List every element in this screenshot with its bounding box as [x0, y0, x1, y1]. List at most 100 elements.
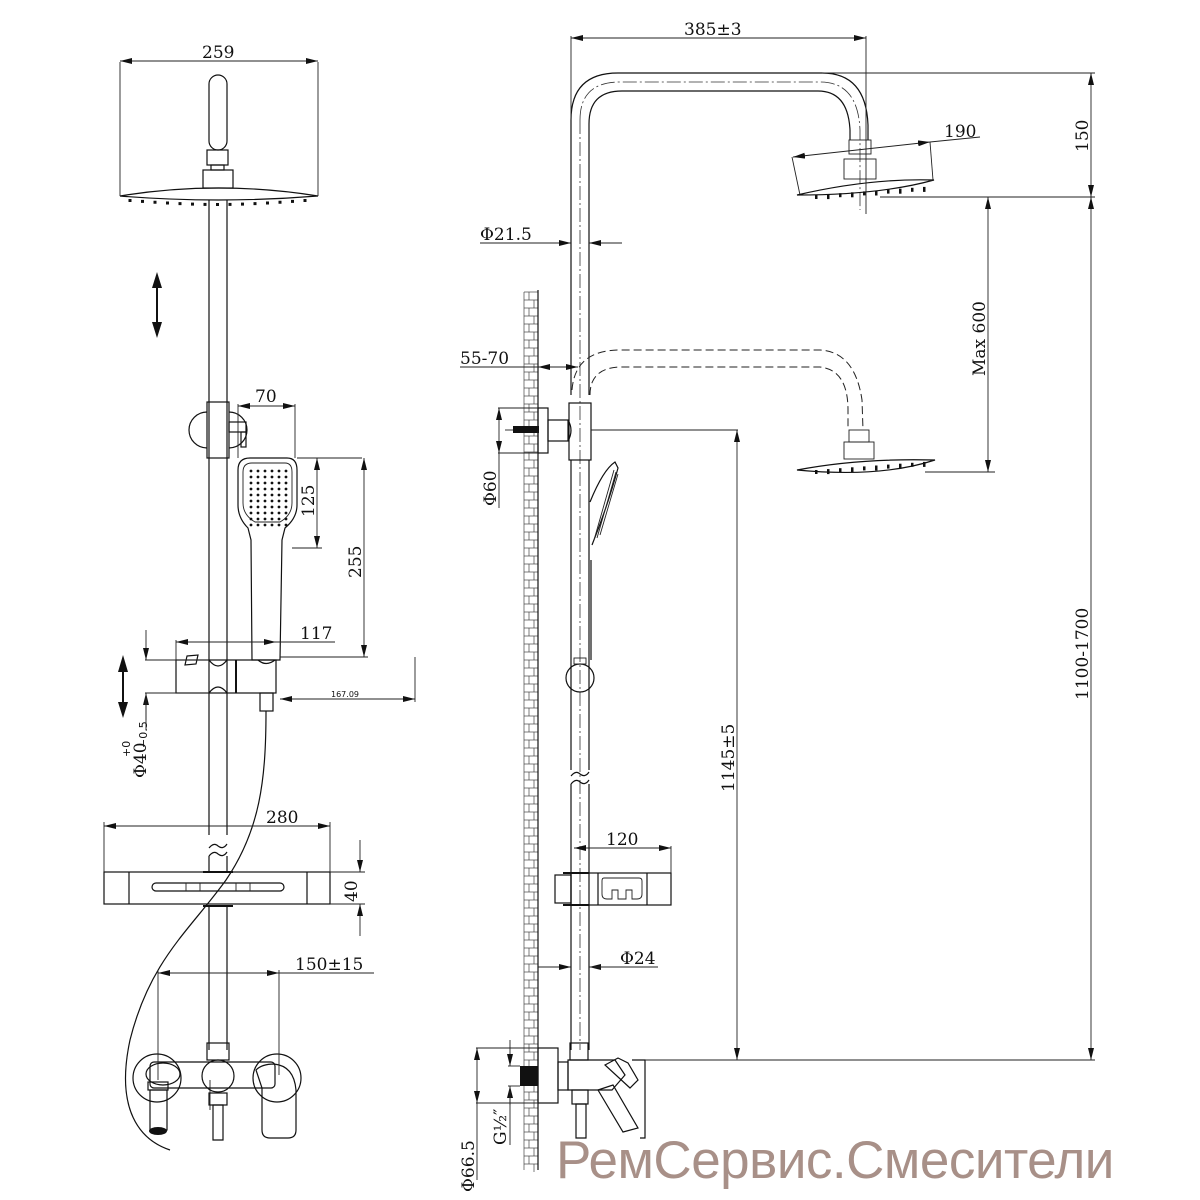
- nozzle-dot: [253, 202, 257, 206]
- nozzle-dot: [887, 189, 890, 194]
- nozzle-dot: [851, 192, 854, 198]
- spray-dot: [263, 523, 267, 527]
- spray-dot: [263, 493, 267, 497]
- nozzle-dot: [923, 186, 926, 192]
- label-hand-shower-length: 255: [346, 546, 366, 578]
- shower-hose: [125, 710, 267, 1151]
- spray-dot: [263, 505, 267, 509]
- spray-dot: [249, 475, 253, 479]
- dim-hand-shower-width: 70: [237, 387, 296, 458]
- spray-dot: [284, 511, 288, 515]
- spray-dot: [270, 487, 274, 491]
- spray-dot: [270, 493, 274, 497]
- spray-dot: [256, 511, 260, 515]
- spray-dot: [256, 505, 260, 509]
- label-bracket-height: 1145±5: [719, 724, 739, 792]
- nozzle-dot: [191, 202, 194, 206]
- label-holder-offset: 167.09: [331, 690, 359, 699]
- side-view: 190 385±3 150 Max 600 1100-1700: [459, 20, 1095, 1192]
- nozzle-dot: [875, 465, 878, 471]
- spray-dot: [256, 487, 260, 491]
- spray-dot: [277, 487, 281, 491]
- nozzle-dot: [216, 203, 219, 206]
- wall-brick-pattern: [523, 291, 538, 1172]
- spray-dot: [284, 481, 288, 485]
- spray-dot: [284, 487, 288, 491]
- dim-pipe-diameter: Φ21.5: [480, 225, 622, 246]
- label-holder-width: 117: [300, 624, 332, 644]
- label-pipe-diameter: Φ21.5: [480, 225, 532, 245]
- dim-head-height-side: 150: [822, 72, 1095, 198]
- spray-dot: [277, 481, 281, 485]
- label-escutcheon-diameter: Φ66.5: [459, 1140, 479, 1192]
- spray-dot: [277, 499, 281, 503]
- label-thread-size: G½″: [491, 1109, 511, 1145]
- nozzle-dot: [278, 200, 282, 204]
- nozzle-dot: [887, 464, 890, 469]
- dim-overhead-width: 259: [119, 43, 319, 196]
- slide-bar: [208, 200, 228, 1050]
- lower-arm-position: [571, 349, 936, 475]
- front-view: 259: [103, 43, 416, 1151]
- dim-bracket-diameter: Φ60: [481, 407, 538, 508]
- shelf-side: [554, 872, 672, 906]
- spray-dot: [256, 493, 260, 497]
- spray-dot: [284, 523, 288, 527]
- spray-dot: [277, 505, 281, 509]
- diverter-knob: [188, 401, 248, 459]
- nozzle-dot: [839, 468, 842, 473]
- spray-dot: [263, 469, 267, 473]
- spray-dot: [277, 493, 281, 497]
- spray-dot: [249, 511, 253, 515]
- nozzle-dot: [141, 199, 144, 203]
- spray-dot: [256, 475, 260, 479]
- dim-total-height-range: 1100-1700: [1073, 197, 1094, 1060]
- dim-shelf-depth: 120: [574, 830, 672, 873]
- nozzle-dot: [911, 462, 914, 467]
- spray-dot: [284, 517, 288, 521]
- label-arm-reach: 385±3: [684, 20, 742, 40]
- spray-dot: [270, 475, 274, 479]
- spray-dot: [256, 499, 260, 503]
- spray-dot: [263, 511, 267, 515]
- spray-dot: [249, 523, 253, 527]
- spray-nozzle-grid: [249, 469, 288, 527]
- spray-dot: [270, 505, 274, 509]
- dim-bracket-height: 1145±5: [719, 430, 740, 1060]
- shelf-front: [103, 871, 331, 907]
- lower-head-nozzles: [815, 461, 926, 475]
- spray-dot: [277, 523, 281, 527]
- label-shelf-depth: 120: [606, 830, 638, 850]
- label-head-diameter: 190: [944, 122, 976, 142]
- nozzle-dot: [863, 466, 866, 471]
- nozzle-dot: [266, 201, 269, 205]
- spray-dot: [277, 511, 281, 515]
- overhead-shower-side: [791, 139, 935, 200]
- dim-holder-width: 117: [175, 624, 335, 660]
- nozzle-dot: [827, 194, 830, 200]
- spray-dot: [284, 493, 288, 497]
- hand-shower-front: [237, 457, 298, 661]
- spray-dot: [284, 505, 288, 509]
- nozzle-dot: [815, 470, 818, 474]
- spray-dot: [277, 517, 281, 521]
- spray-dot: [256, 517, 260, 521]
- wall-bracket: [505, 402, 738, 461]
- holder-adjust-arrow-icon: [118, 655, 128, 718]
- nozzle-dot: [839, 193, 842, 198]
- spray-dot: [284, 469, 288, 473]
- spray-dot: [270, 469, 274, 473]
- nozzle-dot: [178, 202, 182, 206]
- label-shelf-width: 280: [266, 808, 298, 828]
- dim-wall-distance: 55-70: [460, 349, 578, 370]
- nozzle-dot: [875, 190, 878, 196]
- spray-dot: [284, 499, 288, 503]
- label-hand-shower-width: 70: [255, 387, 277, 407]
- nozzle-dot: [923, 461, 926, 467]
- spray-dot: [263, 499, 267, 503]
- nozzle-dot: [203, 202, 207, 206]
- nozzle-dot: [128, 199, 132, 202]
- spray-dot: [270, 511, 274, 515]
- spray-dot: [256, 481, 260, 485]
